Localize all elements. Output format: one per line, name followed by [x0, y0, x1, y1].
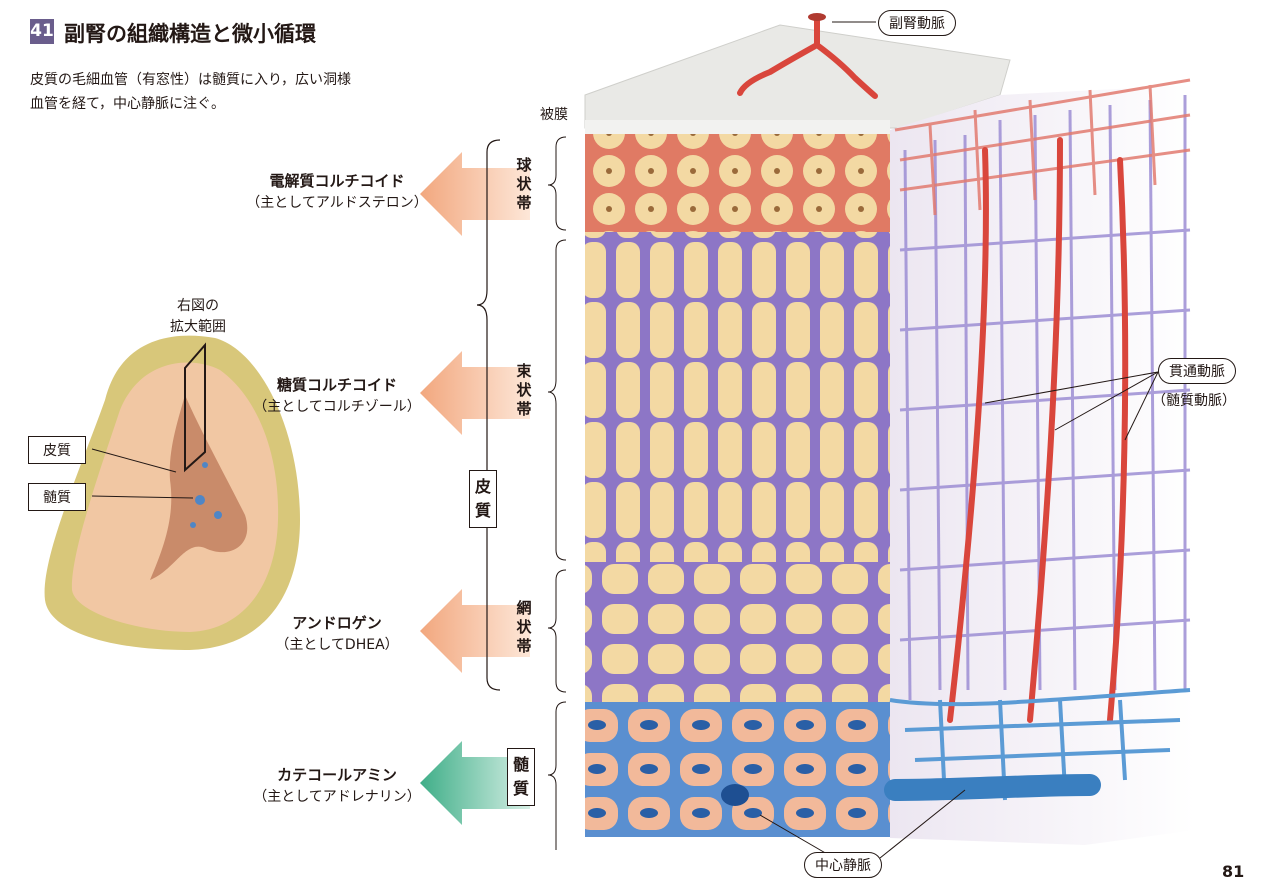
hormone-name: カテコールアミン	[222, 764, 452, 786]
central-vein-cross-section	[721, 784, 749, 806]
hormone-example: （主としてDHEA）	[222, 634, 452, 656]
medullary-artery-label: （髄質動脈）	[1152, 390, 1236, 410]
page-number: 81	[1222, 862, 1244, 881]
zona-fasciculata-label: 束状帯	[515, 362, 533, 419]
hormone-glucocorticoid: 糖質コルチコイド （主としてコルチゾール）	[222, 374, 452, 418]
hormone-name: 糖質コルチコイド	[222, 374, 452, 396]
hormone-mineralocorticoid: 電解質コルチコイド （主としてアルドステロン）	[222, 170, 452, 214]
hormone-androgen: アンドロゲン （主としてDHEA）	[222, 612, 452, 656]
perforating-artery-label: 貫通動脈	[1158, 358, 1236, 384]
hormone-name: 電解質コルチコイド	[222, 170, 452, 192]
capsule-label: 被膜	[540, 104, 568, 124]
central-vein-label: 中心静脈	[804, 852, 882, 878]
hormone-example: （主としてコルチゾール）	[222, 396, 452, 418]
zona-reticularis-label: 網状帯	[515, 599, 533, 656]
hormone-catecholamine: カテコールアミン （主としてアドレナリン）	[222, 764, 452, 808]
medulla-tissue	[585, 702, 890, 837]
adrenal-artery-label: 副腎動脈	[878, 10, 956, 36]
zona-glomerulosa-label: 球状帯	[515, 156, 533, 213]
zona-fasciculata	[585, 232, 890, 562]
cortex-box-label: 皮質	[28, 436, 86, 464]
enlarge-range-label: 右図の 拡大範囲	[158, 296, 238, 338]
zona-reticularis	[585, 562, 890, 702]
medulla-box-label: 髄質	[28, 483, 86, 511]
cortex-vertical-label: 皮質	[469, 470, 497, 528]
hormone-example: （主としてアドレナリン）	[222, 786, 452, 808]
zona-glomerulosa	[585, 134, 890, 232]
hormone-example: （主としてアルドステロン）	[222, 192, 452, 214]
central-vein-vessel	[895, 785, 1090, 790]
hormone-name: アンドロゲン	[222, 612, 452, 634]
medulla-vertical-label: 髄質	[507, 748, 535, 806]
